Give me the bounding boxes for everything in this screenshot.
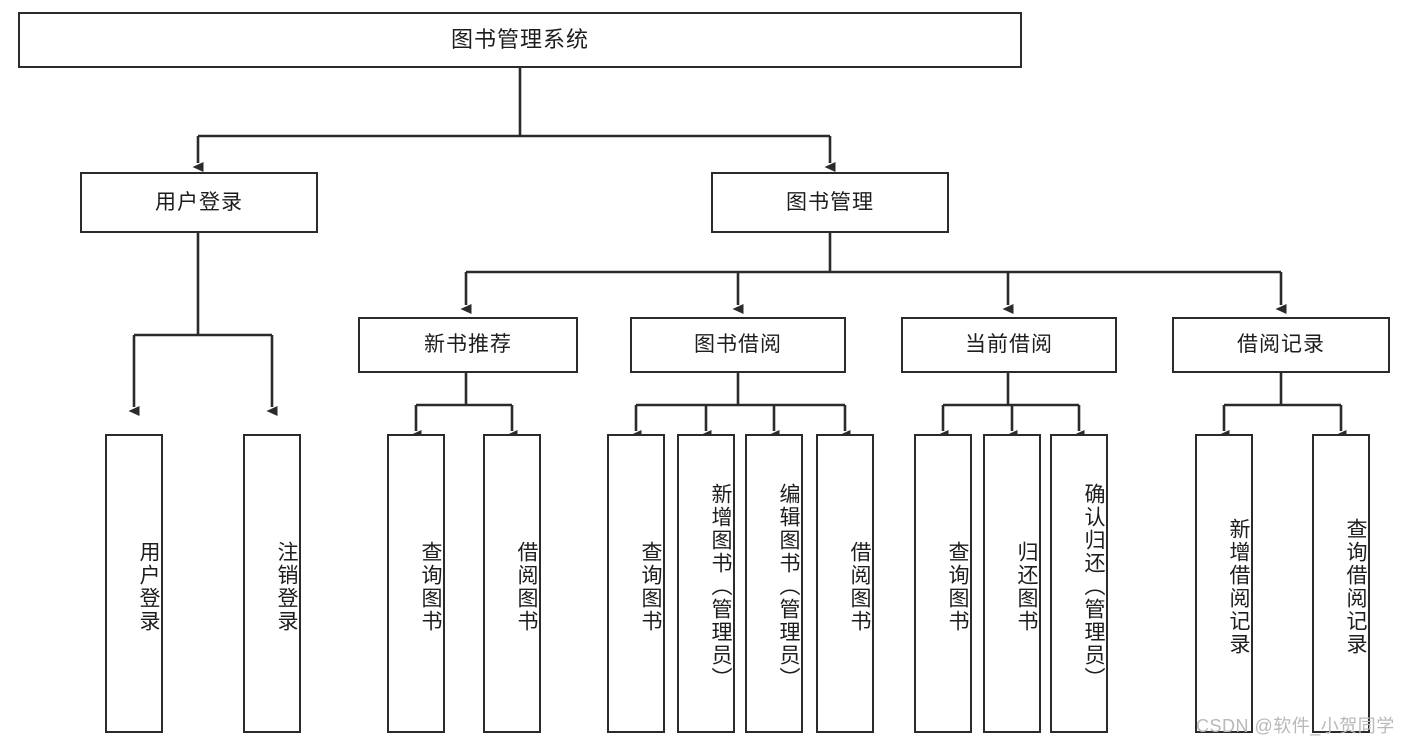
node-label: 确认归还（管理员） (1082, 483, 1105, 690)
leaf-user-login[interactable]: 用户登录 (105, 434, 163, 733)
node-label: 用户登录 (155, 190, 243, 214)
leaf-confirm-return[interactable]: 确认归还（管理员） (1050, 434, 1108, 733)
node-current-borrow[interactable]: 当前借阅 (901, 317, 1117, 373)
leaf-logout-login[interactable]: 注销登录 (243, 434, 301, 733)
leaf-borrow-book-1[interactable]: 借阅图书 (483, 434, 541, 733)
node-label: 查询图书 (419, 540, 442, 633)
leaf-add-book[interactable]: 新增图书（管理员） (677, 434, 735, 733)
node-label: 归还图书 (1015, 540, 1038, 633)
node-label: 借阅图书 (848, 540, 871, 633)
node-user-login[interactable]: 用户登录 (80, 172, 318, 233)
leaf-return-book[interactable]: 归还图书 (983, 434, 1041, 733)
node-label: 图书管理 (786, 190, 874, 214)
node-label: 查询图书 (946, 540, 969, 633)
node-borrow-record[interactable]: 借阅记录 (1172, 317, 1390, 373)
node-label: 图书借阅 (694, 333, 782, 357)
leaf-add-record[interactable]: 新增借阅记录 (1195, 434, 1253, 733)
node-new-book-recommend[interactable]: 新书推荐 (358, 317, 578, 373)
node-label: 注销登录 (275, 540, 298, 633)
leaf-query-record[interactable]: 查询借阅记录 (1312, 434, 1370, 733)
node-label: 查询借阅记录 (1344, 517, 1367, 656)
node-book-management[interactable]: 图书管理 (711, 172, 949, 233)
node-label: 借阅图书 (515, 540, 538, 633)
leaf-edit-book[interactable]: 编辑图书（管理员） (745, 434, 803, 733)
leaf-query-book-2[interactable]: 查询图书 (607, 434, 665, 733)
leaf-borrow-book-2[interactable]: 借阅图书 (816, 434, 874, 733)
node-book-borrow[interactable]: 图书借阅 (630, 317, 846, 373)
watermark-text: CSDN @软件_小贺同学 (1196, 716, 1395, 736)
node-label: 图书管理系统 (450, 26, 589, 52)
node-label: 借阅记录 (1237, 333, 1325, 357)
leaf-query-book-1[interactable]: 查询图书 (387, 434, 445, 733)
node-label: 当前借阅 (965, 333, 1053, 357)
node-root-book-management-system[interactable]: 图书管理系统 (18, 12, 1022, 68)
leaf-query-book-3[interactable]: 查询图书 (914, 434, 972, 733)
node-label: 新增借阅记录 (1227, 517, 1250, 656)
node-label: 新书推荐 (424, 333, 512, 357)
node-label: 用户登录 (137, 540, 160, 633)
node-label: 新增图书（管理员） (709, 483, 732, 690)
node-label: 查询图书 (639, 540, 662, 633)
node-label: 编辑图书（管理员） (777, 483, 800, 690)
